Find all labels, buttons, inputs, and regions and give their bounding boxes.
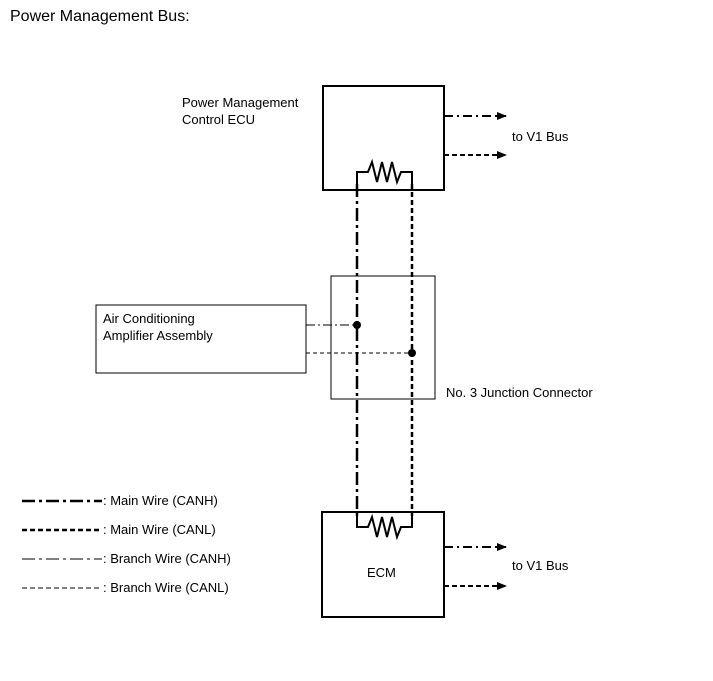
ac-amp-label-line1: Air Conditioning <box>103 311 195 326</box>
junction-connector-box <box>330 275 436 400</box>
ecm-box <box>321 511 445 618</box>
pm-ecu-box <box>322 85 445 191</box>
legend-label-branch-canh: : Branch Wire (CANH) <box>103 551 231 566</box>
terminating-resistor-top <box>356 158 413 186</box>
legend-label-branch-canl: : Branch Wire (CANL) <box>103 580 229 595</box>
page-title: Power Management Bus: <box>10 8 190 25</box>
ecm-label: ECM <box>367 565 396 580</box>
ac-amp-label-line2: Amplifier Assembly <box>103 328 213 343</box>
pm-ecu-label-line2: Control ECU <box>182 112 255 127</box>
junction-dot-canh <box>353 321 361 329</box>
junction-connector-label: No. 3 Junction Connector <box>446 385 593 400</box>
junction-dot-canl <box>408 349 416 357</box>
ac-amp-label: Air Conditioning Amplifier Assembly <box>103 310 213 344</box>
pm-ecu-label: Power Management Control ECU <box>182 94 298 128</box>
v1-bus-label-top: to V1 Bus <box>512 129 569 144</box>
pm-ecu-label-line1: Power Management <box>182 95 299 110</box>
legend-label-main-canl: : Main Wire (CANL) <box>103 522 216 537</box>
ac-amplifier-box <box>95 304 307 374</box>
v1-bus-label-bottom: to V1 Bus <box>512 558 569 573</box>
terminating-resistor-bottom <box>356 513 413 541</box>
legend-label-main-canh: : Main Wire (CANH) <box>103 493 218 508</box>
